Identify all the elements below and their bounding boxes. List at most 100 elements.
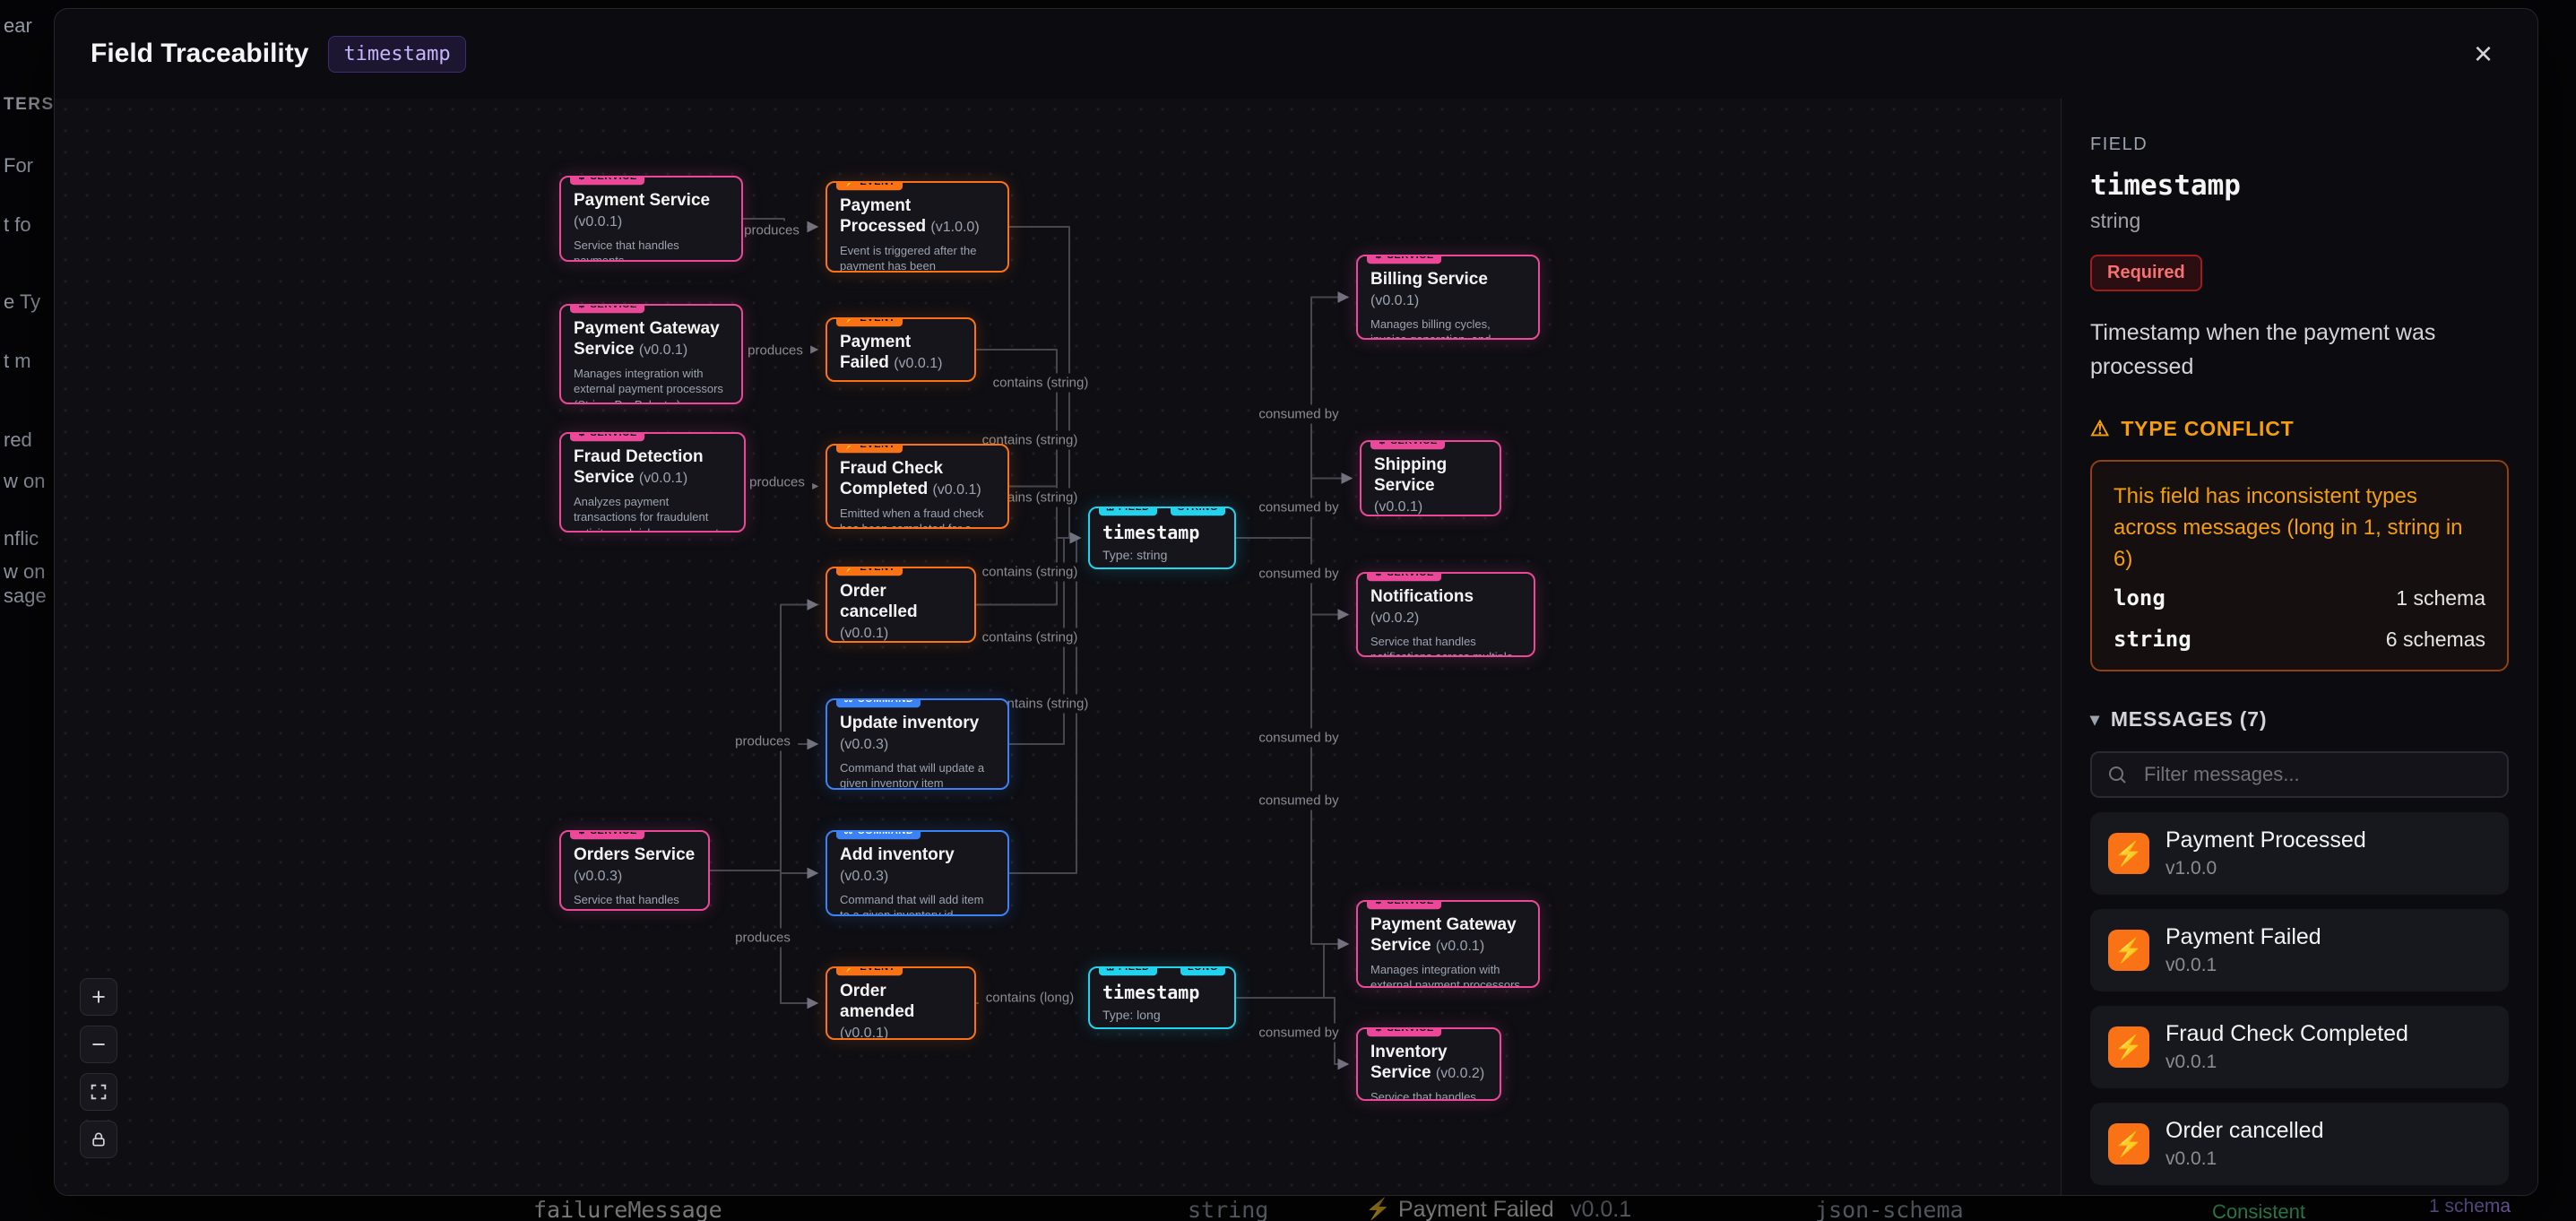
node-description: Service that handles payments [574, 238, 679, 262]
background-text-fragment: t fo [4, 213, 31, 236]
service-badge: ⚙SERVICE [570, 304, 644, 314]
node-description: Emitted when a fraud check has been comp… [840, 506, 984, 529]
modal-header: Field Traceability timestamp × [55, 9, 2537, 99]
field-detail-panel: FIELD timestamp string Required Timestam… [2061, 99, 2537, 1195]
bottom-schema-count: 1 schema [2429, 1196, 2511, 1217]
filter-messages-input[interactable] [2090, 751, 2509, 799]
node-description: Manages billing cycles, invoice generati… [1370, 316, 1491, 340]
node-description: Manages integration with external paymen… [574, 366, 723, 403]
event-icon: ⚡ [843, 444, 857, 451]
event-badge: ⚡EVENT [836, 181, 903, 191]
node-title: Fraud Detection Service (v0.0.1) [574, 447, 704, 487]
field-type-badge: STRING [1170, 508, 1225, 516]
node-title: Payment Processed (v1.0.0) [840, 196, 980, 236]
conflict-type-name: string [2114, 627, 2191, 653]
service-icon: ⚙ [577, 304, 587, 311]
service-icon: ⚙ [577, 432, 587, 439]
event-icon: ⚡ [2108, 1026, 2149, 1069]
edge-label: contains (string) [985, 694, 1096, 714]
node-title: timestamp [1102, 982, 1200, 1003]
node-description: Command that will add item to a given in… [840, 892, 984, 916]
command-badge: ⌘COMMAND [836, 700, 921, 708]
messages-section-header[interactable]: ▾ MESSAGES (7) [2090, 707, 2509, 732]
message-version: v1.0.0 [2165, 858, 2217, 879]
node-type-label: Type: string [1102, 548, 1168, 562]
conflict-message: This field has inconsistent types across… [2114, 484, 2463, 571]
graph-edges [710, 218, 1353, 1070]
service-icon: ⚙ [1374, 572, 1384, 579]
node-payment-processed[interactable]: ⚡EVENT Payment Processed (v1.0.0) Event is… [826, 181, 1009, 273]
event-icon: ⚡ [843, 567, 857, 574]
lock-button[interactable] [80, 1121, 117, 1158]
lock-icon [92, 1132, 105, 1147]
required-badge: Required [2090, 255, 2202, 291]
zoom-out-button[interactable]: − [80, 1026, 117, 1063]
edge-label: produces [740, 341, 810, 360]
command-icon: ⌘ [843, 830, 854, 837]
node-title: Fraud Check Completed (v0.0.1) [840, 459, 981, 498]
service-icon: ⚙ [1374, 1027, 1384, 1035]
field-name: timestamp [2090, 169, 2241, 202]
service-badge: ⚙SERVICE [1367, 1027, 1441, 1037]
messages-section-title: MESSAGES (7) [2110, 707, 2268, 732]
chevron-down-icon: ▾ [2090, 710, 2100, 731]
type-conflict-title: TYPE CONFLICT [2121, 417, 2295, 440]
node-title: Add inventory (v0.0.3) [840, 845, 955, 884]
background-text-fragment: TERS [4, 95, 54, 114]
event-badge: ⚡EVENT [836, 968, 903, 976]
event-icon: ⚡ [1365, 1197, 1391, 1220]
field-traceability-modal: Field Traceability timestamp × produces p… [54, 8, 2538, 1196]
node-title: Payment Failed (v0.0.1) [840, 333, 943, 372]
service-badge: ⚙SERVICE [570, 178, 644, 186]
node-description: Event is triggered after the payment has… [840, 243, 977, 273]
event-icon: ⚡ [843, 181, 857, 188]
zoom-in-button[interactable]: + [80, 978, 117, 1016]
fit-view-icon [91, 1084, 107, 1100]
service-icon: ⚙ [577, 830, 587, 837]
bottom-message-name: Payment Failed [1398, 1197, 1554, 1221]
edge-label: produces [728, 732, 798, 751]
edge-label: consumed by [1251, 404, 1346, 424]
node-title: Update inventory (v0.0.3) [840, 714, 980, 752]
event-icon: ⚡ [843, 317, 857, 325]
field-description: Timestamp when the payment was processed [2090, 320, 2436, 379]
message-name: Payment Failed [2165, 924, 2321, 950]
service-icon: ⚙ [1374, 900, 1384, 907]
field-icon: ⊞ [1106, 966, 1115, 974]
bottom-schema-format: json-schema [1815, 1197, 1964, 1221]
fit-view-button[interactable] [80, 1073, 117, 1111]
conflict-schema-count: 1 schema [2396, 585, 2485, 610]
edge-label: produces [728, 928, 798, 948]
edge-label: consumed by [1251, 564, 1346, 584]
close-icon[interactable]: × [2465, 32, 2502, 75]
message-name: Fraud Check Completed [2165, 1021, 2408, 1047]
background-text-fragment: w on [4, 470, 46, 492]
event-badge: ⚡EVENT [836, 317, 903, 327]
service-icon: ⚙ [1374, 255, 1384, 262]
bottom-field-name: failureMessage [533, 1197, 722, 1221]
service-badge: ⚙SERVICE [1367, 255, 1441, 264]
